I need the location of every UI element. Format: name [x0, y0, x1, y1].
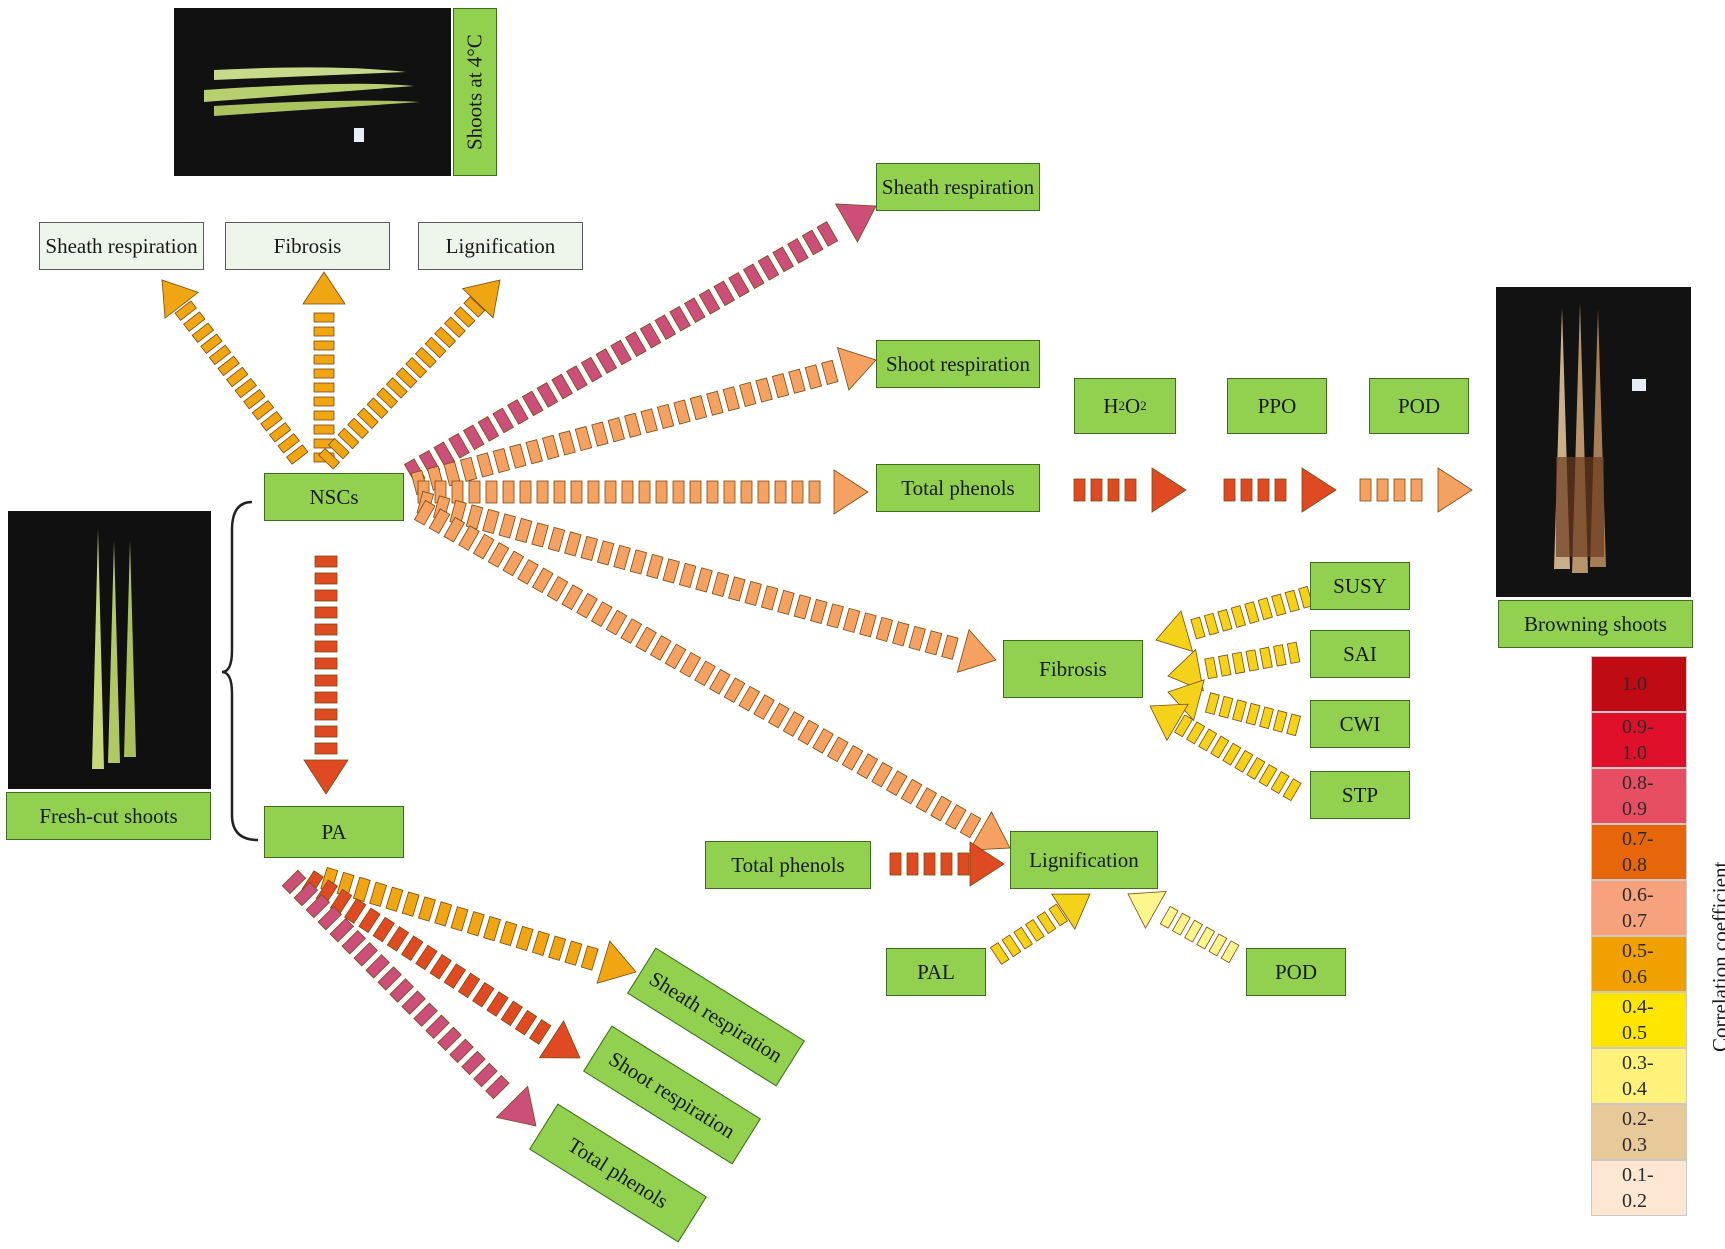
- cwi-box: CWI: [1310, 700, 1410, 748]
- pa-box: PA: [264, 806, 404, 858]
- photo-fresh-cut: [8, 511, 211, 789]
- nscs-to-top-sheath-arrow: [161, 279, 309, 465]
- legend-swatch: 0.7- 0.8: [1591, 824, 1687, 880]
- stp-to-fibrosis-arrow: [1149, 703, 1302, 802]
- ppo-to-pod-arrow: [1359, 467, 1473, 513]
- top-lignification-box: Lignification: [418, 222, 583, 270]
- h2o2-h: H: [1103, 393, 1119, 418]
- photo-shoots-4c: [174, 8, 451, 176]
- nscs-box: NSCs: [264, 473, 404, 521]
- h2o2-o: O: [1125, 393, 1141, 418]
- nscs-to-lignification-arrow: [413, 499, 1011, 851]
- phenols2-to-lignification-arrow: [889, 841, 1005, 887]
- pal-to-lignification-arrow: [989, 893, 1091, 965]
- sai-box: SAI: [1310, 630, 1410, 678]
- legend-swatch: 0.3- 0.4: [1591, 1048, 1687, 1104]
- pa-to-shoot-resp-arrow: [301, 870, 581, 1059]
- pa-to-total-phenols-arrow: [281, 869, 537, 1127]
- pod-bottom-box: POD: [1246, 948, 1346, 996]
- legend-swatch: 0.1- 0.2: [1591, 1160, 1687, 1216]
- fresh-cut-shoots-image: [8, 511, 211, 789]
- total-phenols-box: Total phenols: [876, 464, 1040, 512]
- h2o2-sub1: 2: [1118, 398, 1126, 413]
- top-fibrosis-box: Fibrosis: [225, 222, 390, 270]
- nscs-to-shoot-resp-arrow: [410, 346, 877, 496]
- top-sheath-respiration-box: Sheath respiration: [39, 222, 204, 270]
- legend-swatch: 0.9- 1.0: [1591, 712, 1687, 768]
- nscs-to-pa-arrow: [303, 555, 349, 795]
- stp-box: STP: [1310, 771, 1410, 819]
- lignification-box: Lignification: [1010, 831, 1158, 889]
- nscs-to-total-phenols-arrow: [417, 469, 869, 515]
- sai-to-fibrosis-arrow: [1167, 641, 1301, 692]
- legend-swatch: 0.4- 0.5: [1591, 992, 1687, 1048]
- browning-label: Browning shoots: [1498, 600, 1693, 648]
- shoot-respiration-box: Shoot respiration: [876, 340, 1040, 388]
- legend-swatch: 0.2- 0.3: [1591, 1104, 1687, 1160]
- grouping-brace: [221, 500, 259, 842]
- nscs-to-top-lignification-arrow: [318, 279, 501, 470]
- h2o2-sub2: 2: [1140, 398, 1147, 413]
- susy-to-fibrosis-arrow: [1155, 585, 1314, 653]
- ppo-box: PPO: [1227, 378, 1327, 434]
- legend-swatch: 0.8- 0.9: [1591, 768, 1687, 824]
- h2o2-to-ppo-arrow: [1223, 467, 1337, 513]
- legend-swatch: 1.0: [1591, 656, 1687, 712]
- legend-swatch: 0.5- 0.6: [1591, 936, 1687, 992]
- pal-box: PAL: [886, 948, 986, 996]
- bamboo-shoots-horizontal-image: [174, 8, 451, 176]
- sheath-respiration-box: Sheath respiration: [876, 163, 1040, 211]
- legend-title: Correlation coefficient: [1708, 861, 1725, 1052]
- photo-browning: [1496, 287, 1691, 597]
- pod-top-box: POD: [1369, 378, 1469, 434]
- browning-shoots-image: [1496, 287, 1691, 597]
- susy-box: SUSY: [1310, 562, 1410, 610]
- cwi-to-fibrosis-arrow: [1167, 679, 1302, 737]
- phenols-to-h2o2-arrow: [1073, 467, 1187, 513]
- pod-to-lignification-arrow: [1127, 891, 1240, 964]
- nscs-to-sheath-resp-arrow: [403, 203, 877, 485]
- fibrosis-box: Fibrosis: [1003, 640, 1143, 698]
- legend-swatch: 0.6- 0.7: [1591, 880, 1687, 936]
- fresh-cut-label: Fresh-cut shoots: [6, 792, 211, 840]
- nscs-to-fibrosis-arrow: [416, 490, 997, 673]
- nscs-to-top-fibrosis-arrow: [302, 271, 346, 463]
- pa-to-sheath-resp-arrow: [320, 866, 637, 984]
- total-phenols-2-box: Total phenols: [705, 841, 871, 889]
